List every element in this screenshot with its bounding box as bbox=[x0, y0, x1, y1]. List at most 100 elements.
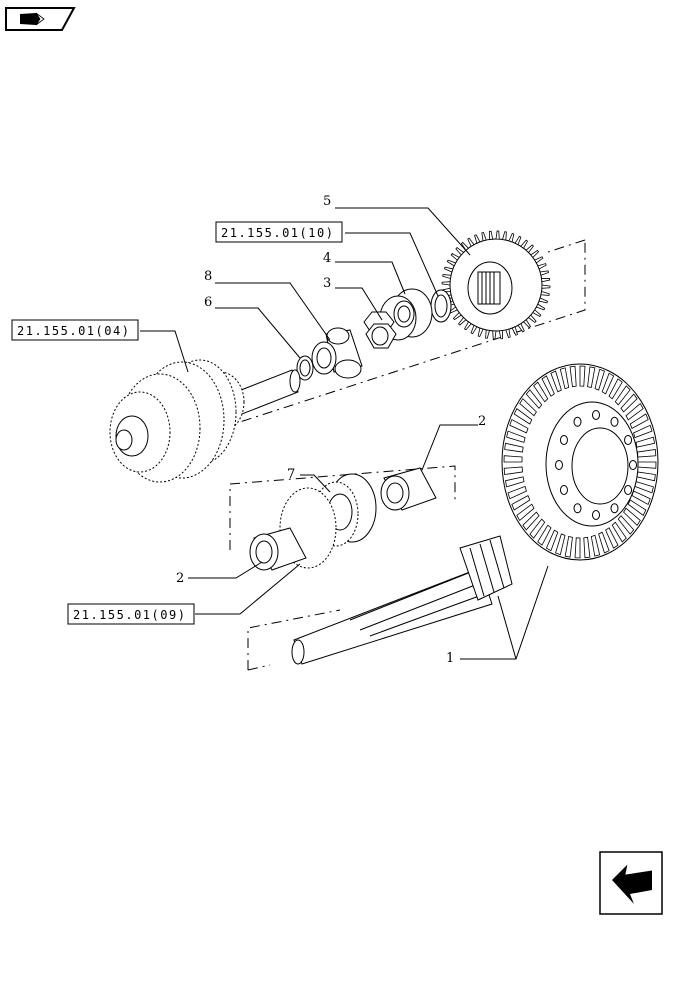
bolt-hole bbox=[610, 503, 619, 514]
crown-tooth bbox=[559, 367, 570, 390]
crown-tooth bbox=[564, 536, 573, 558]
crown-tooth bbox=[587, 366, 596, 388]
callout-7: 7 bbox=[287, 467, 295, 482]
spacer-part-2-upper[interactable] bbox=[380, 467, 437, 511]
reference-21-155-01-04[interactable]: 21.155.01(04) bbox=[11, 319, 139, 341]
snap-ring-near-gear[interactable] bbox=[430, 289, 452, 323]
gear-tooth bbox=[511, 326, 518, 336]
bearing-part-4[interactable] bbox=[379, 288, 433, 341]
crown-tooth bbox=[555, 533, 566, 556]
crown-tooth bbox=[590, 534, 601, 557]
gear-tooth bbox=[532, 309, 542, 318]
crown-tooth bbox=[579, 365, 586, 387]
book-icon[interactable] bbox=[5, 7, 76, 31]
reference-21-155-01-10[interactable]: 21.155.01(10) bbox=[215, 221, 343, 243]
bolt-hole bbox=[592, 410, 600, 420]
crown-tooth bbox=[519, 398, 537, 417]
callout-8: 8 bbox=[204, 269, 212, 284]
pinion-shaft-part-1[interactable] bbox=[291, 535, 513, 665]
crown-tooth bbox=[537, 524, 552, 546]
bolt-hole bbox=[624, 435, 633, 445]
crown-tooth bbox=[635, 436, 656, 448]
crown-tooth bbox=[633, 424, 653, 439]
callout-2-upper: 2 bbox=[478, 414, 486, 429]
gear-tooth bbox=[537, 263, 547, 270]
bolt-hole bbox=[559, 435, 568, 445]
crown-tooth bbox=[569, 365, 577, 388]
crown-tooth bbox=[614, 385, 631, 406]
reference-21-155-01-09[interactable]: 21.155.01(09) bbox=[67, 603, 195, 625]
reference-label-09: 21.155.01(09) bbox=[73, 608, 186, 622]
nut-part-3[interactable] bbox=[363, 311, 397, 349]
crown-tooth bbox=[550, 370, 562, 393]
crown-wheel-part-1[interactable] bbox=[501, 363, 659, 561]
sleeve-part-8[interactable] bbox=[311, 327, 363, 379]
gear-tooth bbox=[470, 324, 478, 335]
bolt-hole bbox=[629, 460, 637, 470]
crown-tooth bbox=[583, 536, 591, 559]
gear-tooth bbox=[446, 259, 457, 267]
crown-tooth bbox=[574, 537, 581, 559]
callout-5: 5 bbox=[323, 194, 331, 209]
gear-tooth bbox=[535, 303, 546, 311]
crown-tooth bbox=[529, 518, 546, 539]
callout-2-lower: 2 bbox=[176, 571, 184, 586]
crown-tooth bbox=[617, 515, 635, 535]
ring-part-6[interactable] bbox=[296, 355, 314, 381]
bolt-hole bbox=[573, 416, 582, 427]
crown-tooth bbox=[516, 503, 535, 522]
gear-tooth bbox=[522, 319, 532, 329]
gear-tooth bbox=[540, 291, 550, 296]
crown-tooth bbox=[601, 372, 615, 395]
crown-tooth bbox=[504, 442, 524, 453]
gear-tooth bbox=[539, 270, 550, 276]
crown-tooth bbox=[637, 461, 657, 469]
gear-tooth bbox=[514, 235, 522, 246]
gear-tooth bbox=[485, 329, 490, 339]
callout-6: 6 bbox=[204, 295, 212, 310]
gear-tooth bbox=[517, 323, 525, 333]
gear-tooth bbox=[538, 297, 548, 304]
gear-tooth bbox=[502, 231, 507, 241]
crown-tooth bbox=[625, 402, 644, 421]
gear-tooth bbox=[534, 256, 544, 264]
gear-tooth bbox=[467, 237, 475, 247]
crown-tooth bbox=[627, 499, 647, 516]
bolt-hole bbox=[573, 503, 582, 514]
gear-tooth bbox=[541, 284, 551, 289]
crown-tooth bbox=[503, 466, 523, 475]
next-page-arrow-icon[interactable] bbox=[599, 851, 663, 915]
crown-tooth bbox=[525, 389, 543, 409]
crown-tooth bbox=[533, 381, 549, 403]
crown-tooth bbox=[511, 495, 531, 511]
crown-tooth bbox=[620, 393, 638, 413]
crown-tooth bbox=[507, 485, 527, 500]
gear-tooth bbox=[452, 311, 462, 321]
gear-tooth bbox=[508, 233, 515, 243]
callout-labels: 5 4 3 8 6 2 7 2 1 bbox=[176, 194, 486, 666]
gear-tooth bbox=[530, 249, 540, 259]
gear-tooth bbox=[492, 330, 497, 340]
gear-tooth bbox=[460, 241, 470, 251]
reference-label-04: 21.155.01(04) bbox=[17, 324, 130, 338]
gear-tooth bbox=[520, 239, 529, 249]
callout-1: 1 bbox=[446, 651, 454, 666]
bolt-hole bbox=[555, 460, 563, 470]
assembly-boundary-middle bbox=[229, 465, 456, 550]
clutch-shaft-assembly[interactable] bbox=[109, 359, 301, 483]
bolt-hole bbox=[610, 416, 619, 427]
crown-tooth bbox=[509, 418, 529, 434]
spacer-part-2-lower[interactable] bbox=[249, 527, 307, 571]
gear-tooth bbox=[444, 266, 454, 273]
leader-lines bbox=[140, 207, 549, 660]
bolt-hole bbox=[624, 485, 633, 495]
crown-tooth bbox=[522, 511, 540, 531]
gear-tooth bbox=[441, 281, 451, 286]
spur-gear-part-5[interactable] bbox=[441, 230, 551, 340]
crown-tooth bbox=[623, 507, 641, 526]
reference-label-10: 21.155.01(10) bbox=[221, 226, 334, 240]
gear-tooth bbox=[455, 247, 465, 256]
gear-tooth bbox=[463, 321, 472, 331]
crown-tooth bbox=[545, 529, 559, 552]
